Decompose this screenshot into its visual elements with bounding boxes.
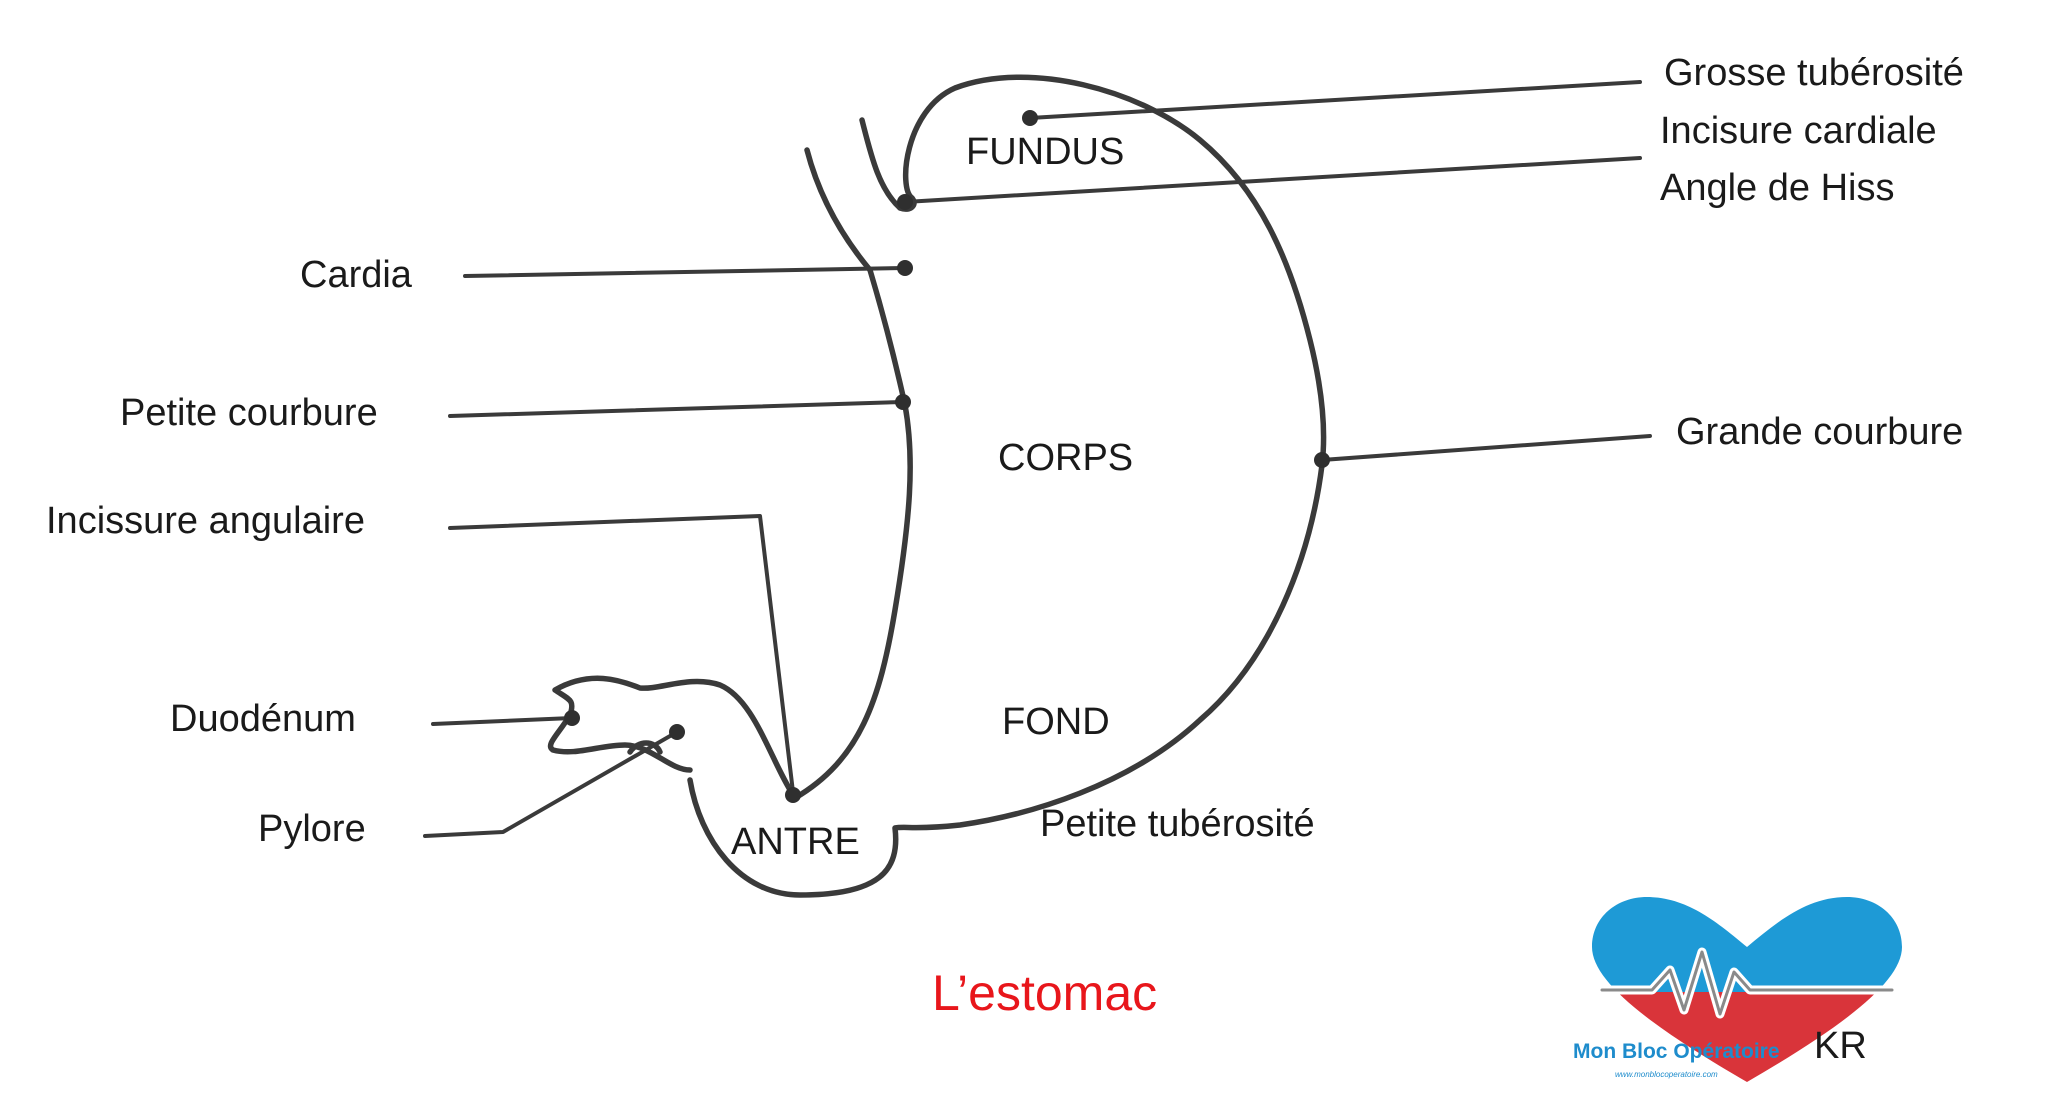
stomach-outline bbox=[547, 74, 1327, 898]
leader-incisure-angulaire bbox=[448, 514, 795, 794]
esophagus-right-wall bbox=[859, 117, 903, 211]
dot-incisure-cardiale bbox=[897, 194, 913, 210]
greater-curvature-outline bbox=[687, 74, 1327, 898]
dot-petite-courbure bbox=[895, 394, 911, 410]
leader-grosse-tuberosite bbox=[1028, 80, 1642, 120]
lesser-curvature-outline bbox=[792, 147, 913, 801]
label-grosse-tuberosite: Grosse tubérosité bbox=[1664, 52, 1964, 94]
dot-grande-courbure bbox=[1314, 452, 1330, 468]
pylorus-outline bbox=[547, 675, 798, 801]
diagram-title: L’estomac bbox=[932, 965, 1157, 1021]
label-incisure-cardiale: Incisure cardiale bbox=[1660, 110, 1937, 152]
label-grande-courbure: Grande courbure bbox=[1676, 411, 1963, 453]
dot-pylore bbox=[669, 724, 685, 740]
label-pylore: Pylore bbox=[258, 808, 366, 850]
region-fundus: FUNDUS bbox=[966, 131, 1124, 173]
leader-cardia bbox=[463, 266, 907, 278]
leader-pylore bbox=[423, 730, 679, 838]
dot-duodenum bbox=[564, 710, 580, 726]
label-petite-courbure: Petite courbure bbox=[120, 392, 378, 434]
leader-duodenum bbox=[431, 716, 574, 726]
side-labels: Grosse tubérosité Incisure cardiale Angl… bbox=[46, 52, 1964, 850]
dot-cardia bbox=[897, 260, 913, 276]
leader-incisure-cardiale bbox=[903, 156, 1642, 204]
logo-url: www.monblocoperatoire.com bbox=[1615, 1070, 1718, 1079]
label-incisure-angulaire: Incissure angulaire bbox=[46, 500, 365, 542]
label-cardia: Cardia bbox=[300, 254, 413, 296]
leader-grande-courbure bbox=[1320, 434, 1652, 462]
dot-grosse-tuberosite bbox=[1022, 110, 1038, 126]
label-duodenum: Duodénum bbox=[170, 698, 356, 740]
dot-incisure-angulaire bbox=[785, 787, 801, 803]
label-angle-de-hiss: Angle de Hiss bbox=[1660, 167, 1894, 209]
leader-lines bbox=[423, 80, 1652, 838]
label-petite-tuberosite: Petite tubérosité bbox=[1040, 803, 1315, 845]
region-fond: FOND bbox=[1002, 701, 1110, 743]
leader-petite-courbure bbox=[448, 400, 905, 418]
pylorus-inner-outline bbox=[627, 740, 663, 755]
region-corps: CORPS bbox=[998, 437, 1133, 479]
logo-name: Mon Bloc Opératoire bbox=[1573, 1040, 1780, 1063]
author-initials: KR bbox=[1814, 1025, 1867, 1067]
region-antre: ANTRE bbox=[731, 821, 860, 863]
region-labels: FUNDUS CORPS FOND ANTRE bbox=[731, 131, 1133, 863]
